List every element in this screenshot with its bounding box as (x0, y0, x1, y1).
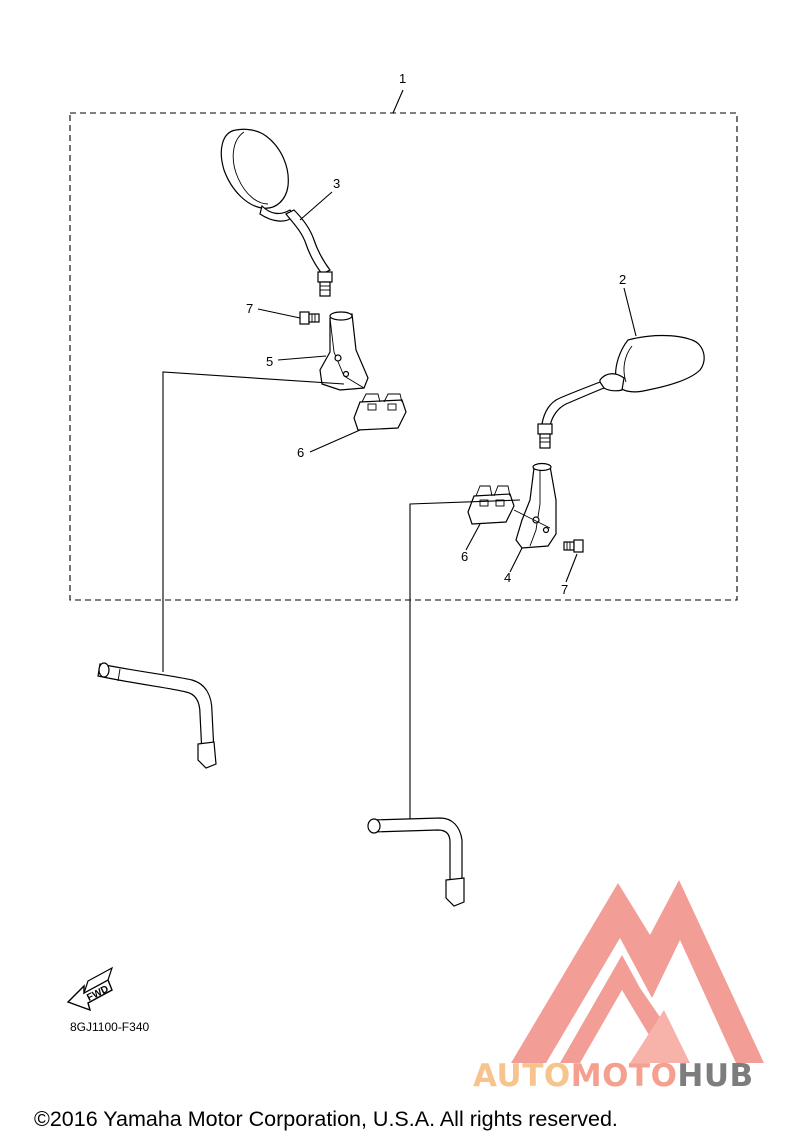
fwd-arrow-icon: FWD (66, 966, 114, 1012)
callout-6-right: 6 (461, 549, 468, 564)
right-bolt (563, 539, 584, 553)
right-handlebar-stub (367, 817, 465, 907)
right-clamp (467, 485, 515, 525)
left-mirror (220, 128, 333, 297)
callout-2: 2 (619, 272, 626, 287)
left-clamp (353, 393, 407, 431)
callout-5: 5 (266, 354, 273, 369)
watermark-auto: AUTO (473, 1058, 571, 1094)
callout-4-leader (509, 547, 523, 573)
copyright-notice: ©2016 Yamaha Motor Corporation, U.S.A. A… (34, 1107, 618, 1131)
right-mirror (537, 334, 705, 449)
watermark-moto: MOTO (571, 1058, 678, 1094)
left-handlebar-stub (97, 662, 217, 769)
callout-3-leader (299, 191, 333, 221)
callout-7-right: 7 (561, 582, 568, 597)
left-mirror-bracket (319, 311, 369, 391)
callout-1: 1 (399, 71, 406, 86)
callout-7-right-leader (565, 553, 578, 583)
left-reference-line (162, 371, 345, 672)
right-mirror-bracket (515, 462, 557, 549)
callout-6-right-leader (465, 523, 481, 551)
watermark-hub: HUB (677, 1058, 753, 1094)
callout-4: 4 (504, 570, 511, 585)
callout-7-left-leader (257, 308, 301, 319)
left-bolt (299, 311, 320, 325)
watermark-logo (511, 880, 764, 1063)
diagram-code: 8GJ1100-F340 (70, 1020, 149, 1034)
callout-7-left: 7 (246, 301, 253, 316)
callout-1-leader (392, 89, 404, 114)
assembly-boundary (69, 112, 738, 601)
callout-6-left: 6 (297, 445, 304, 460)
callout-5-leader (277, 355, 327, 361)
callout-2-leader (623, 287, 637, 337)
callout-3: 3 (333, 176, 340, 191)
callout-6-left-leader (309, 429, 361, 453)
watermark-text: AUTOMOTOHUB (473, 1058, 754, 1094)
right-reference-line (409, 499, 521, 826)
